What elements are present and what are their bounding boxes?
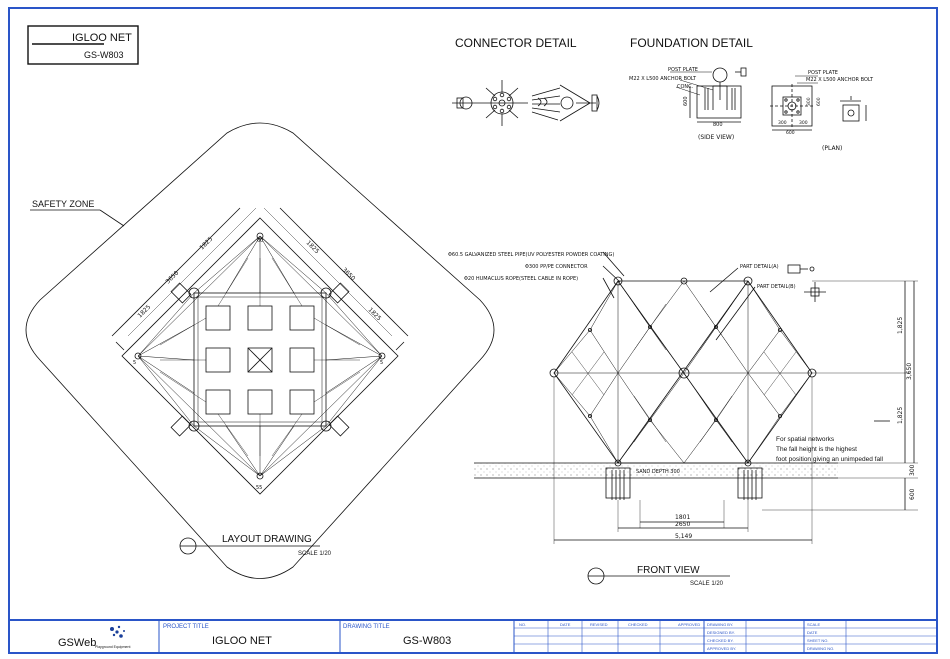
info-sheet-no: SHEET NO. <box>807 638 829 643</box>
front-vdim-found: 600 <box>909 488 916 500</box>
foundation-post-plate-label: POST PLATE <box>668 67 698 73</box>
title-block <box>9 619 937 653</box>
fall-note-line-2: The fall height is the highest <box>776 446 857 453</box>
layout-drawing-title: LAYOUT DRAWING <box>222 534 312 545</box>
logo-mark <box>110 625 125 638</box>
plan-dim-d: 300 <box>799 120 808 126</box>
part-detail-a-label: PART DETAIL(A) <box>740 264 779 270</box>
foundation-width-dim: 800 <box>713 122 723 128</box>
front-vdim-sand: 300 <box>909 464 916 476</box>
layout-dim-4: 1825 <box>305 239 321 255</box>
sign-checked-by: CHECKED BY. <box>707 638 734 643</box>
foundation-heading: FOUNDATION DETAIL <box>630 36 753 50</box>
front-view <box>474 251 918 585</box>
layout-dim-5: 3650 <box>341 266 357 282</box>
front-dim-inner: 1801 <box>675 514 690 521</box>
rev-header-checked: CHECKED <box>628 622 648 627</box>
foundation-anchor-bolt-label: M22 X L500 ANCHOR BOLT <box>629 76 697 82</box>
plan-anchor-bolt-label: M22 X L500 ANCHOR BOLT <box>806 77 874 83</box>
logo-text: GSWeb <box>58 637 96 649</box>
info-drawing-no: DRAWING NO. <box>807 646 834 651</box>
logo-subtitle: Playground Equipment <box>95 645 130 649</box>
layout-dim-6: 1825 <box>367 306 383 322</box>
plan-dim-e: 600 <box>786 130 795 136</box>
layout-node-top: 60 <box>257 238 263 244</box>
project-title-label: PROJECT TITLE <box>163 624 209 630</box>
sheet-border <box>8 7 938 654</box>
front-dim-total: 5,149 <box>675 533 692 540</box>
foundation-depth-dim: 600 <box>683 96 689 106</box>
foundation-conc-label: CONC. <box>677 84 694 90</box>
callout-connector: Φ300 PP/PE CONNECTOR <box>525 264 588 270</box>
project-title-value: IGLOO NET <box>212 635 272 647</box>
plan-dim-a: 300 <box>806 97 812 106</box>
sand-depth-label: SAND DEPTH 300 <box>636 469 680 475</box>
rev-header-date: DATE <box>560 622 571 627</box>
foundation-side-view <box>670 67 747 123</box>
drawing-title-label: DRAWING TITLE <box>343 624 390 630</box>
title-box-code: GS-W803 <box>84 50 124 60</box>
front-view-scale: SCALE 1/20 <box>690 581 724 587</box>
layout-node-right: 5 <box>380 360 383 366</box>
fall-note-line-1: For spatial networks <box>776 436 835 443</box>
fall-note-line-3: foot position giving an unimpeded fall <box>776 456 884 463</box>
rev-header-no: NO. <box>519 622 526 627</box>
layout-dim-1: 1825 <box>136 304 152 320</box>
layout-drawing-scale: SCALE 1/20 <box>298 551 332 557</box>
layout-node-left: 5 <box>133 360 136 366</box>
part-detail-b-label: PART DETAIL(B) <box>757 284 796 290</box>
foundation-plan-view <box>770 75 867 131</box>
front-vdim-total: 3,650 <box>906 363 913 380</box>
sign-approved-by: APPROVED BY. <box>707 646 736 651</box>
layout-dim-2: 3650 <box>164 270 180 286</box>
callout-rope: Φ20 HUMACLUS ROPE(STEEL CABLE IN ROPE) <box>464 276 578 282</box>
rev-header-revised: REVISED <box>590 622 608 627</box>
plan-post-plate-label: POST PLATE <box>808 70 838 76</box>
plan-view-label: (PLAN) <box>822 145 842 152</box>
sand-layer <box>474 463 838 478</box>
title-box: IGLOO NET GS-W803 <box>27 25 139 65</box>
front-dim-mid: 2650 <box>675 521 690 528</box>
connector-heading: CONNECTOR DETAIL <box>455 36 577 50</box>
safety-zone-label: SAFETY ZONE <box>32 199 94 209</box>
callout-pipe: Φ60.5 GALVANIZED STEEL PIPE(UV POLYESTER… <box>448 252 614 258</box>
info-date: DATE <box>807 630 818 635</box>
layout-drawing <box>25 122 495 579</box>
front-view-title: FRONT VIEW <box>637 565 700 576</box>
layout-node-bottom: 55 <box>256 485 262 491</box>
connector-detail <box>452 80 600 126</box>
layout-dim-3: 1825 <box>198 236 214 252</box>
front-vdim-top: 1,825 <box>897 317 904 334</box>
front-vdim-bottom: 1,825 <box>897 407 904 424</box>
drawing-title-value: GS-W803 <box>403 635 451 647</box>
info-scale: SCALE <box>807 622 820 627</box>
safety-zone-outline <box>25 122 495 579</box>
plan-dim-c: 300 <box>778 120 787 126</box>
plan-dim-b: 600 <box>816 97 822 106</box>
sign-designed-by: DESIGNED BY. <box>707 630 735 635</box>
rev-header-approved: APPROVED <box>678 622 700 627</box>
sign-drawing-by: DRAWING BY. <box>707 622 733 627</box>
title-box-name: IGLOO NET <box>72 32 132 44</box>
foundation-side-view-label: (SIDE VIEW) <box>698 134 734 141</box>
